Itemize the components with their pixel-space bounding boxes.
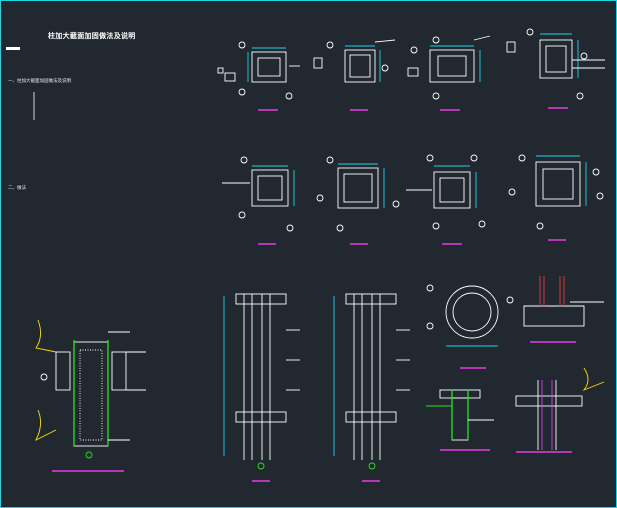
section-detail-icon [406, 154, 486, 245]
column-elevation-icon [523, 276, 604, 343]
section-detail-icon [508, 154, 604, 241]
section-heading-one: 一、柱加大截面加固做法及说明 [8, 79, 71, 84]
column-elevation-icon [223, 293, 300, 482]
note-marker [6, 47, 20, 50]
section-heading-two: 二、做法 [8, 186, 26, 191]
drawing-title: 柱加大截面加固做法及说明 [48, 32, 136, 40]
section-detail-icon [316, 156, 400, 245]
section-detail-icon [407, 35, 491, 111]
circular-section-icon [426, 284, 514, 369]
column-elevation-icon [34, 319, 146, 472]
section-detail-icon [217, 41, 300, 111]
section-detail-icon [222, 156, 295, 245]
column-elevation-icon [515, 367, 605, 453]
section-detail-icon [506, 28, 605, 109]
section-detail-icon [313, 39, 396, 111]
column-elevation-icon [426, 389, 494, 451]
column-elevation-icon [333, 293, 410, 482]
